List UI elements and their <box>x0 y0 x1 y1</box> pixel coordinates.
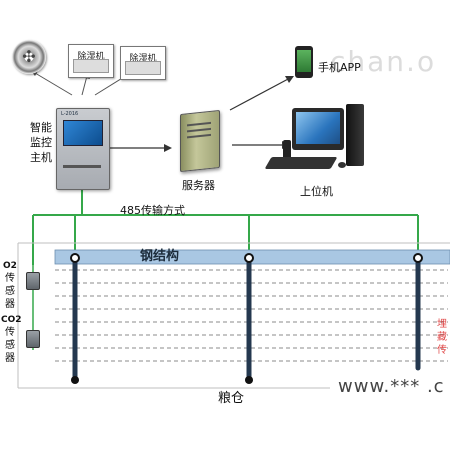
mobile-phone-icon <box>295 46 313 78</box>
host-label-3: 主机 <box>30 151 52 164</box>
co2-sub-1: 传 <box>5 327 15 338</box>
co2-sensor-icon <box>26 330 40 348</box>
host-panel-text: L-2016 <box>61 111 79 117</box>
dehumidifier-2-label: 除湿机 <box>129 54 157 64</box>
pc-keyboard-icon <box>264 157 338 169</box>
buried-label-2: 藏 <box>437 332 447 343</box>
pc-tower-icon <box>346 104 364 166</box>
server-label: 服务器 <box>182 179 215 192</box>
pc-speaker-icon <box>283 140 291 162</box>
pc-label: 上位机 <box>300 185 333 198</box>
monitoring-host: L-2016 <box>56 108 110 190</box>
o2-sub-2: 感 <box>5 286 15 297</box>
host-indicator <box>63 165 101 168</box>
dehumidifier-1: 除湿机 <box>68 44 114 78</box>
dehumidifier-1-label: 除湿机 <box>77 52 105 62</box>
o2-sub-3: 器 <box>5 299 15 310</box>
dehumidifier-2: 除湿机 <box>120 46 166 80</box>
bus-label: 485传输方式 <box>120 204 185 217</box>
granary-label: 粮仓 <box>218 391 245 406</box>
host-label-1: 智能 <box>30 121 52 134</box>
o2-sensor-icon <box>26 272 40 290</box>
fan-device: ✣ <box>12 40 46 74</box>
host-label-2: 监控 <box>30 136 52 149</box>
watermark-top: chan.o <box>330 45 437 78</box>
host-screen <box>63 120 103 146</box>
o2-label: O2 <box>3 261 17 271</box>
pc-monitor-icon <box>292 108 344 150</box>
co2-sub-2: 感 <box>5 340 15 351</box>
buried-label-1: 埋 <box>437 319 447 330</box>
watermark-bottom: www.*** .c <box>338 376 445 397</box>
co2-sub-3: 器 <box>5 353 15 364</box>
server-icon <box>180 109 220 173</box>
app-label: 手机APP <box>318 61 361 74</box>
steel-label: 钢结构 <box>140 249 180 264</box>
pc-mouse-icon <box>338 162 346 168</box>
co2-label: CO2 <box>1 315 22 325</box>
fan-icon: ✣ <box>22 47 36 66</box>
o2-sub-1: 传 <box>5 273 15 284</box>
buried-label-3: 传 <box>437 345 447 356</box>
